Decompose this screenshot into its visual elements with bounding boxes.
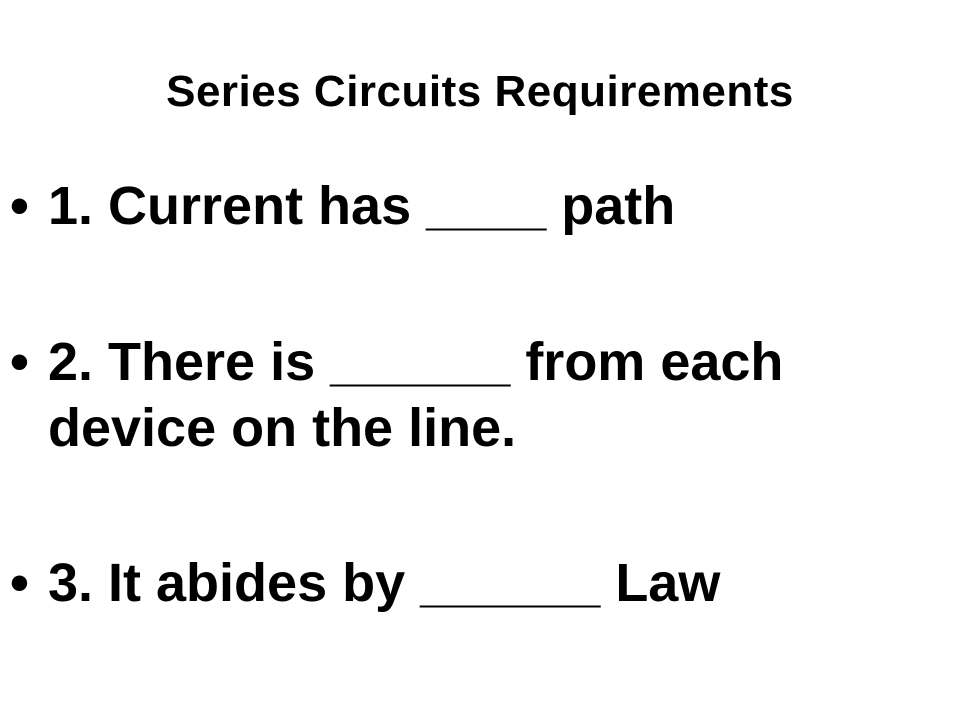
bullet-icon: • — [10, 332, 29, 392]
list-item: • 3. It abides by ______ Law — [0, 550, 900, 616]
bullet-text: 1. Current has ____ path — [48, 176, 676, 236]
bullet-text: 2. There is ______ from each device on t… — [48, 332, 784, 458]
bullet-icon: • — [10, 553, 29, 613]
slide-title: Series Circuits Requirements — [166, 67, 794, 116]
bullet-icon: • — [10, 176, 29, 236]
list-item: • 2. There is ______ from each device on… — [0, 329, 900, 461]
bullet-text: 3. It abides by ______ Law — [48, 553, 721, 613]
list-item: • 1. Current has ____ path — [0, 173, 900, 239]
